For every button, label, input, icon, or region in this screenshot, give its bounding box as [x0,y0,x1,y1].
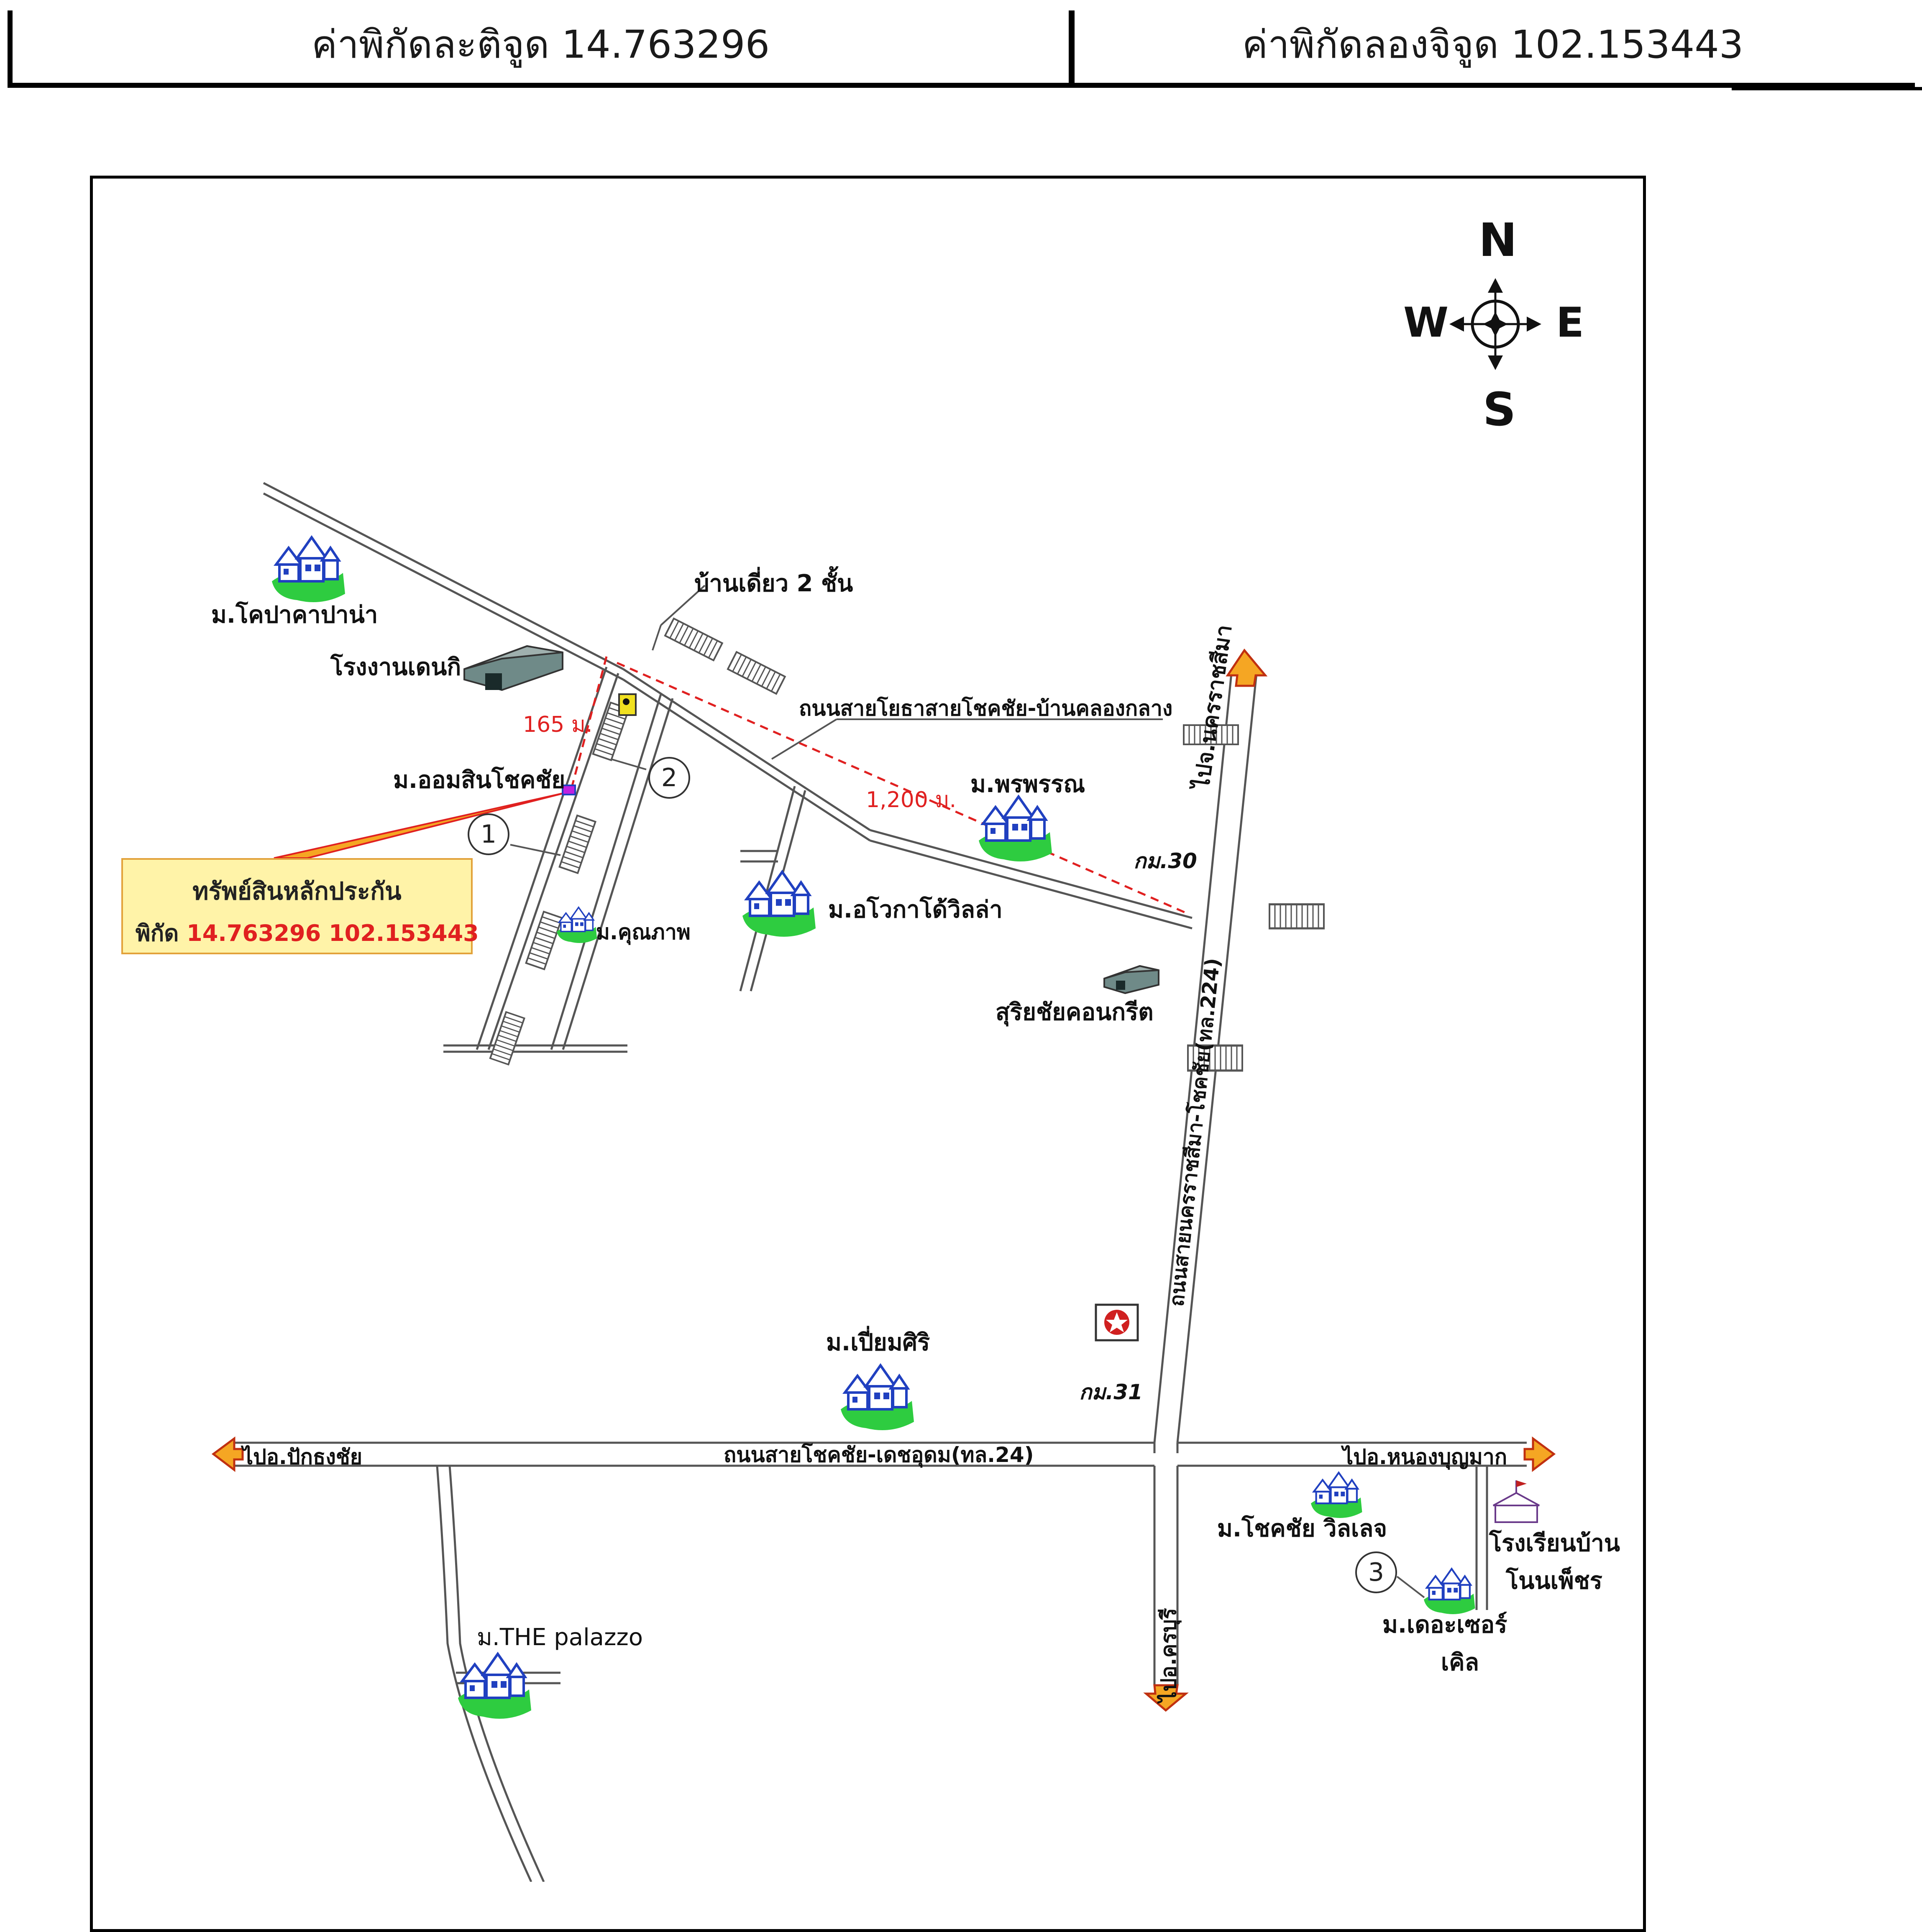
label-to-pakthongchai: ไปอ.ปักธงชัย [243,1445,363,1469]
label-road-24: ถนนสายโชคชัย-เดชอุดม(ทล.24) [724,1443,1034,1467]
label-school-1: โรงเรียนบ้าน [1489,1530,1620,1557]
gas-station-icon [1095,1303,1139,1342]
longitude-text: ค่าพิกัดลองจิจูด 102.153443 [1242,22,1744,67]
callout-title: ทรัพย์สินหลักประกัน [192,877,402,905]
latitude-text: ค่าพิกัดละติจูด 14.763296 [311,22,770,67]
marker-3: 3 [1355,1551,1397,1593]
arrow-east [1523,1436,1556,1472]
road-224-south [1153,1466,1179,1685]
label-khunnaphap: ม.คุณภาพ [596,920,691,944]
longitude-cell: ค่าพิกัดลองจิจูด 102.153443 [1075,0,1911,88]
village-kopacabana [272,537,345,602]
arrow-south [1143,1684,1189,1712]
marker-2: 2 [648,757,690,799]
label-to-nongbunmak: ไปอ.หนองบุญมาก [1343,1445,1507,1469]
label-road-yotha: ถนนสายโยธาสายโชคชัย-บ้านคลองกลาง [799,696,1173,721]
village-piamsiri [841,1365,914,1430]
property-pointer [274,792,567,859]
label-kopacabana: ม.โคปาคาปาน่า [211,601,378,629]
factory-denki [463,645,563,691]
label-km30: กม.30 [1134,849,1197,873]
compass-north: N [1479,213,1518,267]
village-avocado [742,872,816,937]
label-factory: โรงงานเดนกิ [330,654,461,681]
soi-roads [436,667,1488,1882]
header-bottom-border [8,83,1915,88]
label-suriya: สุริยชัยคอนกรีต [996,999,1154,1026]
property-callout: ทรัพย์สินหลักประกัน พิกัด 14.763296 102.… [121,858,479,954]
map-canvas [211,278,1556,1882]
village-palazzo [458,1654,531,1719]
label-aomsin: ม.ออมสินโชคชัย [393,767,566,794]
compass-east: E [1556,299,1584,347]
label-to-khonburi: ไปอ.ครบุรี [1157,1608,1181,1702]
header-left-border [8,10,13,88]
compass-south: S [1483,383,1516,436]
header-bottom-border-right [1732,87,1922,90]
compass-icon [1449,278,1541,370]
leader-lines [510,585,1425,1598]
callout-coords-line: พิกัด 14.763296 102.153443 [136,915,479,951]
header-divider [1069,10,1075,88]
label-avocado: ม.อโวกาโด้วิลล่า [828,896,1003,923]
label-km31: กม.31 [1079,1380,1143,1404]
arrow-west [211,1436,244,1472]
label-dist-1200: 1,200 ม. [866,787,957,813]
callout-coord-label: พิกัด [136,920,179,946]
road-yotha [263,482,1193,930]
compass-west: W [1403,299,1449,347]
label-the-circle-1: ม.เดอะเซอร์ [1382,1611,1507,1638]
label-pornpan: ม.พรพรรณ [970,771,1085,798]
village-khunnaphap [556,907,598,944]
label-piamsiri: ม.เปี่ยมศิริ [826,1329,930,1356]
property-marker [562,785,576,795]
callout-coord-value: 14.763296 102.153443 [187,920,479,946]
label-palazzo: ม.THE palazzo [477,1624,643,1651]
school-icon [1493,1480,1540,1523]
label-the-circle-2: เคิล [1441,1649,1479,1676]
marker-1: 1 [468,813,509,855]
road-24 [232,1441,1527,1467]
factory-suriya [1103,965,1159,994]
map-document: ค่าพิกัดละติจูด 14.763296 ค่าพิกัดลองจิจ… [8,0,1922,1932]
label-single-house: บ้านเดี่ยว 2 ชั้น [694,570,853,597]
label-dist-165: 165 ม. [523,712,593,737]
latitude-cell: ค่าพิกัดละติจูด 14.763296 [13,0,1069,88]
arrow-north [1226,648,1268,687]
distance-lines [570,656,1189,915]
label-school-2: โนนเพ็ชร [1506,1567,1602,1595]
label-chokchai-village: ม.โชคชัย วิลเลจ [1217,1515,1387,1542]
village-pornpan [979,797,1052,861]
